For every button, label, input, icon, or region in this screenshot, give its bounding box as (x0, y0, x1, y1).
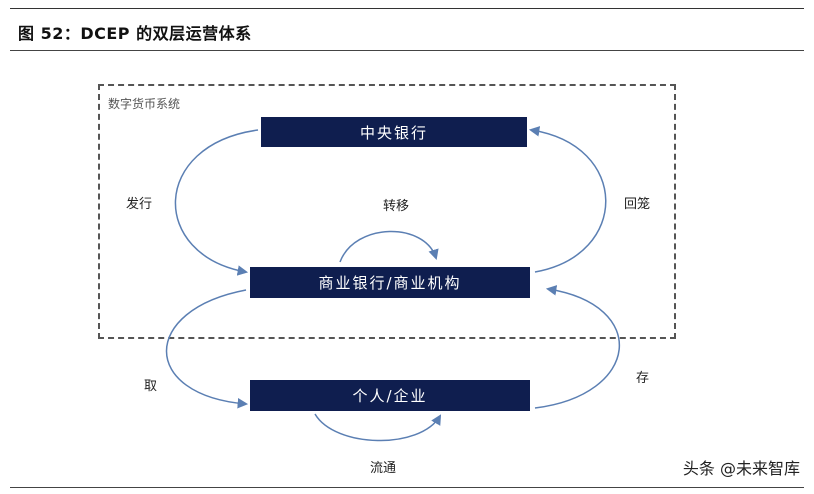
deposit-label: 存 (636, 371, 650, 386)
commercial-bank-node: 商业银行/商业机构 (250, 267, 530, 298)
recall-arrow (528, 126, 607, 273)
digital-currency-system-boundary (98, 84, 676, 339)
individual-enterprise-node: 个人/企业 (250, 380, 530, 411)
bottom-rule (10, 487, 804, 488)
title-rule (10, 50, 804, 51)
transfer-arrow (339, 230, 439, 263)
watermark: 头条 @未来智库 (682, 459, 800, 478)
circulate-label: 流通 (370, 461, 397, 476)
central-bank-node: 中央银行 (261, 117, 527, 147)
deposit-arrow (534, 285, 620, 409)
transfer-label: 转移 (383, 199, 410, 214)
top-rule (10, 8, 804, 9)
circulate-arrow (314, 413, 442, 442)
issue-label: 发行 (126, 197, 153, 212)
figure-title: 图 52：DCEP 的双层运营体系 (18, 24, 252, 43)
system-label: 数字货币系统 (108, 97, 181, 111)
issue-arrow (174, 129, 259, 276)
withdraw-label: 取 (144, 379, 158, 394)
withdraw-arrow (165, 289, 249, 409)
recall-label: 回笼 (624, 197, 651, 212)
